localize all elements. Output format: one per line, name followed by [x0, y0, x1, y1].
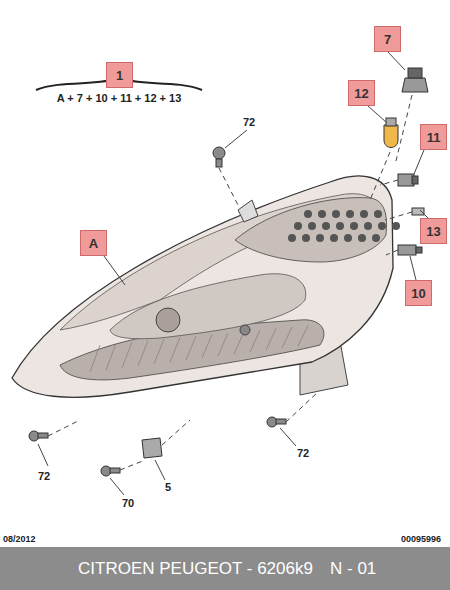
led-dot [316, 234, 324, 242]
lens [12, 176, 393, 397]
callout-number: 72 [242, 116, 256, 128]
callout-box: 7 [374, 26, 401, 52]
parts-formula: A + 7 + 10 + 11 + 12 + 13 [56, 92, 183, 104]
hatch-line [122, 342, 132, 368]
led-dot [360, 210, 368, 218]
led-dot [288, 234, 296, 242]
main-reflector [110, 274, 306, 339]
hatch-line [298, 326, 308, 347]
callout-box: 1 [106, 62, 133, 88]
hatch-line [218, 333, 228, 356]
led-dot [378, 222, 386, 230]
callout-number: 72 [37, 470, 51, 482]
callout-box: 10 [405, 280, 432, 306]
callout-number: 11 [427, 130, 441, 145]
hatch-line [138, 341, 148, 367]
screws [29, 147, 286, 476]
led-dot [374, 210, 382, 218]
led-dot [332, 210, 340, 218]
led-dot [336, 222, 344, 230]
leader-lines [38, 52, 428, 495]
led-dot [318, 210, 326, 218]
led-dot [294, 222, 302, 230]
led-dot [304, 210, 312, 218]
title-bar: CITROEN PEUGEOT - 6206k9 N - 01 [0, 547, 450, 590]
callout-box: 11 [420, 124, 447, 150]
led-panel [235, 198, 387, 262]
callout-box: 13 [420, 218, 447, 244]
callout-number: 70 [121, 497, 135, 509]
callout-number: 7 [384, 32, 391, 47]
led-dot [308, 222, 316, 230]
footer-note: 08/2012 [2, 534, 37, 544]
hatch-line [90, 345, 100, 372]
led-dot [364, 222, 372, 230]
hatch-line [202, 335, 212, 359]
projector [156, 308, 180, 332]
led-dot [330, 234, 338, 242]
callout-number: A [89, 236, 98, 251]
mounting-lug [238, 200, 258, 222]
bar-text: N - 01 [330, 559, 376, 579]
callout-number: 10 [411, 286, 425, 301]
hatch-line [282, 327, 292, 348]
hatch-line [154, 339, 164, 364]
callout-box: A [80, 230, 107, 256]
led-dot [350, 222, 358, 230]
led-dot [346, 210, 354, 218]
adjuster [240, 325, 250, 335]
led-dot [372, 234, 380, 242]
led-dot [392, 222, 400, 230]
hatch-line [106, 344, 116, 371]
callout-number: 5 [164, 481, 172, 493]
hatch-line [170, 338, 180, 363]
callout-number: 1 [116, 68, 123, 83]
led-dot [344, 234, 352, 242]
callout-number: 72 [296, 447, 310, 459]
callout-number: 13 [426, 224, 440, 239]
footer-note: 00095996 [400, 534, 442, 544]
bar-text: CITROEN PEUGEOT - 6206k9 [78, 559, 313, 579]
led-dot [302, 234, 310, 242]
hatch-line [266, 329, 276, 351]
led-dot [322, 222, 330, 230]
hatch-line [186, 336, 196, 360]
callout-box: 12 [348, 80, 375, 106]
led-dot [358, 234, 366, 242]
callout-number: 12 [354, 86, 368, 101]
hatch-line [250, 330, 260, 352]
